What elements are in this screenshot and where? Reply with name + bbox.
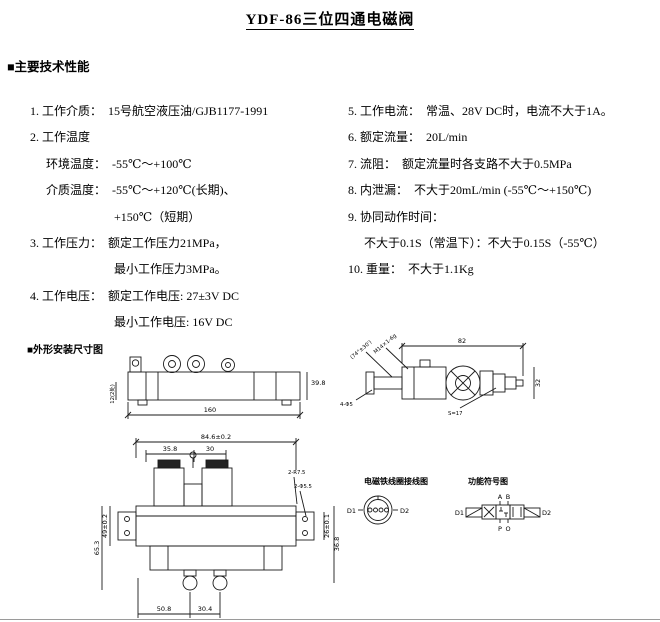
port-a-label: A <box>498 493 503 501</box>
spec-line: 5. 工作电流： 常温、28V DC时，电流不大于1A。 <box>348 104 613 118</box>
front-view-body <box>117 451 315 591</box>
corner-radius-label: 2-R7.5 <box>288 470 305 476</box>
dim-36-8: 36.8 <box>333 537 341 551</box>
spec-line: 4. 工作电压： 额定工作电压: 27±3V DC <box>30 288 240 303</box>
front-view-dimensions <box>101 438 335 618</box>
spec-line: 7. 流阻： 额定流量时各支路不大于0.5MPa <box>348 156 572 171</box>
spec-line: 不大于0.1S（常温下）：不大于0.15S（-55℃） <box>364 235 605 250</box>
spec-line: 6. 额定流量： 20L/min <box>348 130 468 145</box>
connector-symbol <box>363 495 393 525</box>
side-view-dimensions <box>115 372 308 419</box>
side-view-body <box>127 355 301 406</box>
drawing-section-header: ■外形安装尺寸图 <box>27 345 104 356</box>
page-bottom-edge <box>0 619 660 620</box>
function-symbol-title: 功能符号图 <box>468 476 508 486</box>
dim-30-4: 30.4 <box>198 605 212 613</box>
spec-line: 10. 重量： 不大于1.1Kg <box>348 262 474 277</box>
dim-35-8: 35.8 <box>163 445 177 453</box>
dim-49: 49±0.2 <box>101 514 109 538</box>
dim-84-6: 84.6±0.2 <box>201 433 231 441</box>
spec-line: 2. 工作温度 <box>30 130 91 145</box>
specs-right-column: 5. 工作电流： 常温、28V DC时，电流不大于1A。 6. 额定流量： 20L… <box>348 98 613 283</box>
cone-angle-label: (74°±30') <box>349 340 373 361</box>
symbol-d1-label: D1 <box>455 509 464 517</box>
wiring-d1-label: D1 <box>347 507 356 515</box>
end-view-drawing: 82 32 S=17 4-Φ5 (74°±30') M14×1-6g <box>340 333 542 417</box>
spec-line: 介质温度： -55℃～+120℃(长期)、 <box>46 183 236 198</box>
dim-32: 32 <box>534 379 542 387</box>
thread-label: M14×1-6g <box>373 333 398 355</box>
wiring-diagram-title: 电磁铁线圈接线图 <box>364 476 428 486</box>
tech-section-header: ■主要技术性能 <box>7 60 90 74</box>
specs-left-column: 1. 工作介质： 15号航空液压油/GJB1177-1991 2. 工作温度环境温… <box>30 98 268 336</box>
spec-line: 8. 内泄漏： 不大于20mL/min (-55℃～+150℃) <box>348 183 592 198</box>
dim-12-2places: 12(2处) <box>108 384 116 404</box>
dim-39-8: 39.8 <box>311 379 325 387</box>
port-b-label: B <box>506 493 510 501</box>
dim-26: 26±0.1 <box>323 514 331 538</box>
spec-line: 最小工作压力3MPa。 <box>114 262 227 277</box>
spec-line: 1. 工作介质： 15号航空液压油/GJB1177-1991 <box>30 104 269 118</box>
dim-82: 82 <box>458 337 466 345</box>
end-view-body <box>365 359 524 401</box>
spec-line: 3. 工作压力： 额定工作压力21MPa， <box>30 235 227 250</box>
wrench-flat-label: S=17 <box>448 411 463 417</box>
hole-dia-label: 2-Φ5.5 <box>294 484 312 490</box>
dim-160: 160 <box>204 406 216 414</box>
dim-30: 30 <box>206 445 214 453</box>
front-view-drawing: 84.6±0.2 35.8 30 2-R7.5 2-Φ5.5 49±0.2 65… <box>93 433 341 618</box>
spec-line: 环境温度： -55℃～+100℃ <box>46 156 192 171</box>
wiring-d2-label: D2 <box>400 507 409 515</box>
end-view-dimensions <box>355 342 535 409</box>
spec-line: +150℃（短期） <box>114 209 201 224</box>
wiring-diagram: 电磁铁线圈接线图 D1 D2 <box>347 476 428 525</box>
symbol-d2-label: D2 <box>542 509 551 517</box>
page-title-text: YDF-86三位四通电磁阀 <box>245 12 415 30</box>
valve-symbol <box>465 501 541 523</box>
port-o-label: O <box>505 525 510 533</box>
dim-50-8: 50.8 <box>157 605 171 613</box>
spec-line: 最小工作电压: 16V DC <box>114 315 233 330</box>
function-symbol-diagram: 功能符号图 A B P O D1 D2 <box>455 476 551 533</box>
spec-line: 9. 协同动作时间： <box>348 209 445 224</box>
side-view-drawing: 160 12(2处) 39.8 <box>108 355 325 419</box>
page-title: YDF-86三位四通电磁阀 <box>0 8 660 30</box>
port-p-label: P <box>498 525 502 533</box>
dim-65-3: 65.3 <box>93 541 101 555</box>
mount-holes-label: 4-Φ5 <box>340 402 353 408</box>
